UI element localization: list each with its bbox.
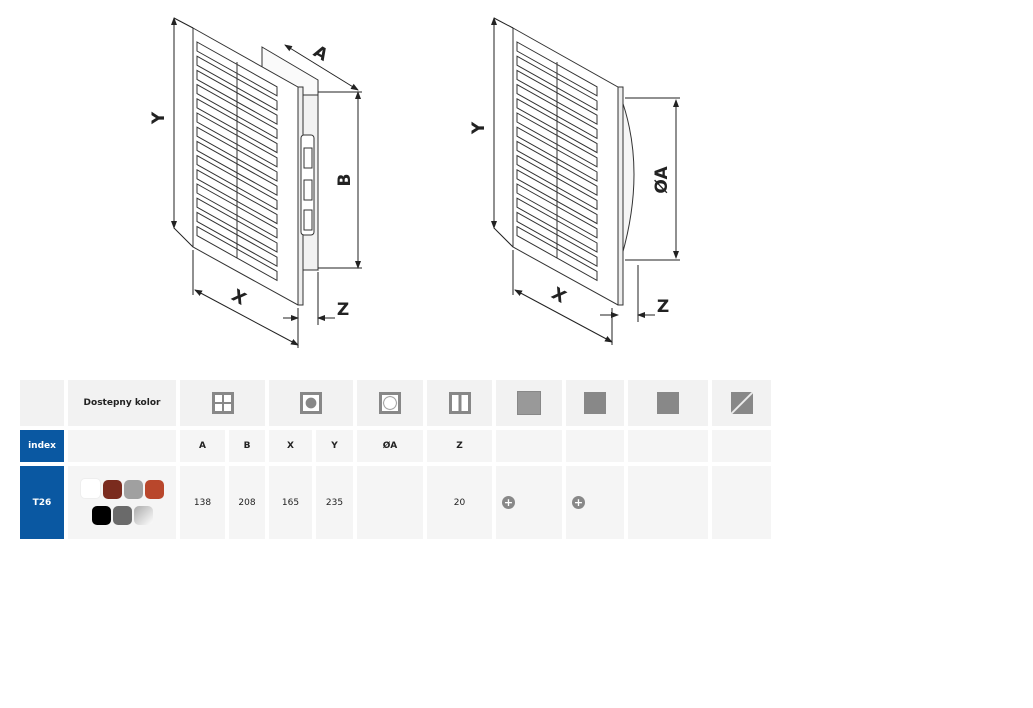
empty-cell — [566, 430, 624, 462]
value-x: 165 — [269, 466, 312, 539]
empty-cell — [20, 380, 64, 426]
product-table: Dostepny kolor index A B X Y ØA Z T26 — [16, 376, 775, 543]
table-row: T26 138 208 165 235 20 + + — [20, 466, 771, 539]
frame-side-icon — [427, 380, 492, 426]
empty-cell — [628, 430, 708, 462]
dim-header-oa: ØA — [357, 430, 423, 462]
round-damper-icon — [357, 380, 423, 426]
dimension-lines — [171, 17, 680, 348]
grille-dimension-drawings: Y A B X Z Y ØA X Z — [149, 17, 680, 348]
value-b: 208 — [229, 466, 265, 539]
dim-header-b: B — [229, 430, 265, 462]
empty-cell — [712, 430, 771, 462]
dim-header-y: Y — [316, 430, 353, 462]
grille-front-icon — [180, 380, 265, 426]
header-color: Dostepny kolor — [68, 380, 176, 426]
color-swatch-silver[interactable] — [133, 505, 153, 525]
label-y-right: Y — [469, 121, 489, 135]
empty-cell — [712, 466, 771, 539]
empty-cell — [496, 430, 562, 462]
label-b: B — [335, 174, 355, 187]
value-y: 235 — [316, 466, 353, 539]
option-cell: + — [496, 466, 562, 539]
row-index[interactable]: T26 — [20, 466, 64, 539]
color-swatch-black[interactable] — [91, 505, 111, 525]
label-y-left: Y — [149, 111, 169, 125]
dim-header-a: A — [180, 430, 225, 462]
round-grille-drawing — [512, 27, 635, 306]
empty-cell — [68, 430, 176, 462]
square-panel-icon — [496, 380, 562, 426]
mesh-strip-icon — [566, 380, 624, 426]
color-swatch-white[interactable] — [80, 477, 101, 499]
option-cell: + — [566, 466, 624, 539]
color-swatch-dark-grey[interactable] — [112, 505, 132, 525]
label-z-right: Z — [657, 297, 669, 317]
color-swatch-brown[interactable] — [103, 479, 122, 499]
square-grille-drawing — [192, 27, 319, 306]
grille-center-icon — [269, 380, 353, 426]
color-swatch-grey[interactable] — [124, 479, 143, 499]
dim-header-z: Z — [427, 430, 492, 462]
diagonal-rod-icon — [712, 380, 771, 426]
dim-header-x: X — [269, 430, 312, 462]
label-oa: ØA — [652, 166, 672, 194]
color-swatch-terracotta[interactable] — [145, 479, 164, 499]
plus-icon[interactable]: + — [572, 496, 585, 509]
value-a: 138 — [180, 466, 225, 539]
label-x-left: X — [228, 286, 249, 310]
color-swatches — [68, 466, 176, 539]
empty-cell — [628, 466, 708, 539]
value-z: 20 — [427, 466, 492, 539]
value-oa — [357, 466, 423, 539]
label-x-right: X — [548, 284, 569, 308]
plus-icon[interactable]: + — [502, 496, 515, 509]
mounting-clip-icon — [628, 380, 708, 426]
index-header: index — [20, 430, 64, 462]
label-z-left: Z — [337, 300, 349, 320]
